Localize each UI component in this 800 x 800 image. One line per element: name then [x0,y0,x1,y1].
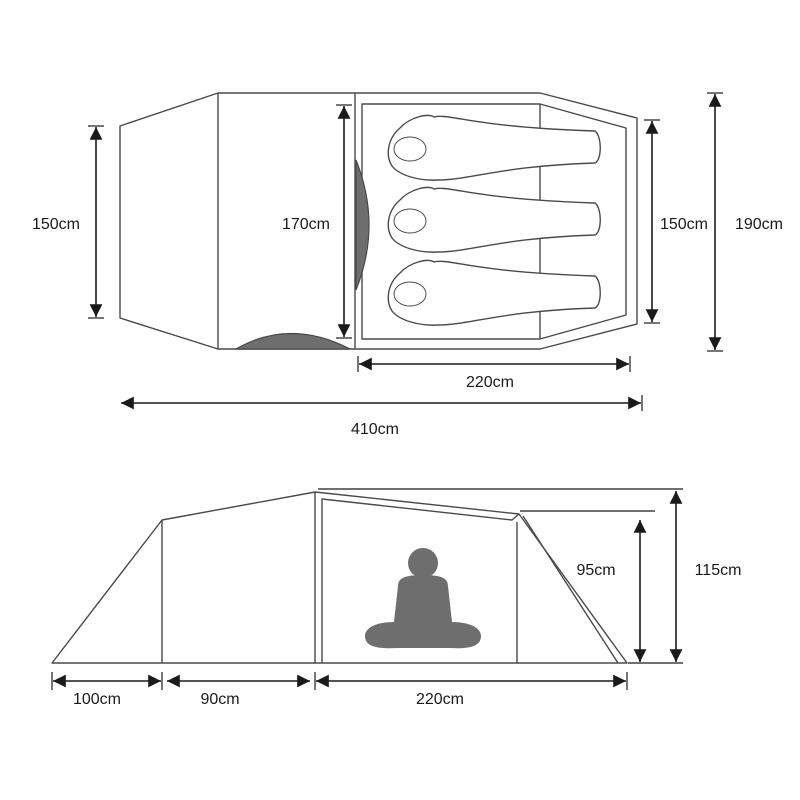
side-view: 95cm 115cm 100cm 90cm 220cm [51,488,742,708]
dimension-inner-length-side: 220cm [316,674,626,708]
seated-person-icon [365,548,481,649]
dimension-label: 150cm [32,216,80,233]
dimension-porch-width: 150cm [32,125,104,319]
dimension-label: 100cm [73,691,121,708]
dimension-label: 150cm [660,216,708,233]
dimension-label: 220cm [416,691,464,708]
side-inner-outline [321,498,520,663]
dimension-living-length: 90cm [167,674,310,708]
dimension-label: 410cm [351,421,399,438]
dimension-label: 170cm [282,216,330,233]
dimension-overall-width: 190cm [707,92,783,352]
inner-door [355,159,370,291]
bedroom-outer-outline [355,92,638,350]
dimension-overall-length: 410cm [121,395,643,438]
dimension-label: 90cm [200,691,239,708]
dimension-inner-width: 150cm [644,119,708,324]
dimension-label: 95cm [576,562,615,579]
sleeping-bag [387,114,601,181]
side-outer-outline [51,491,628,664]
porch-outline [119,92,219,350]
dimension-inner-length: 220cm [357,356,631,391]
dimension-label: 220cm [466,374,514,391]
side-door [233,332,351,350]
side-inner-slope [522,515,619,664]
dimension-porch-length: 100cm [52,674,161,708]
dimension-label: 190cm [735,216,783,233]
dimension-inner-height: 95cm [576,520,647,662]
dimension-label: 115cm [695,562,742,579]
dimension-living-width: 170cm [282,104,352,339]
sleeping-bag [387,259,601,326]
sleeping-bag [387,186,601,253]
dimension-overall-height: 115cm [669,491,742,662]
top-view: 150cm 170cm 150cm 190cm 220c [32,92,783,438]
